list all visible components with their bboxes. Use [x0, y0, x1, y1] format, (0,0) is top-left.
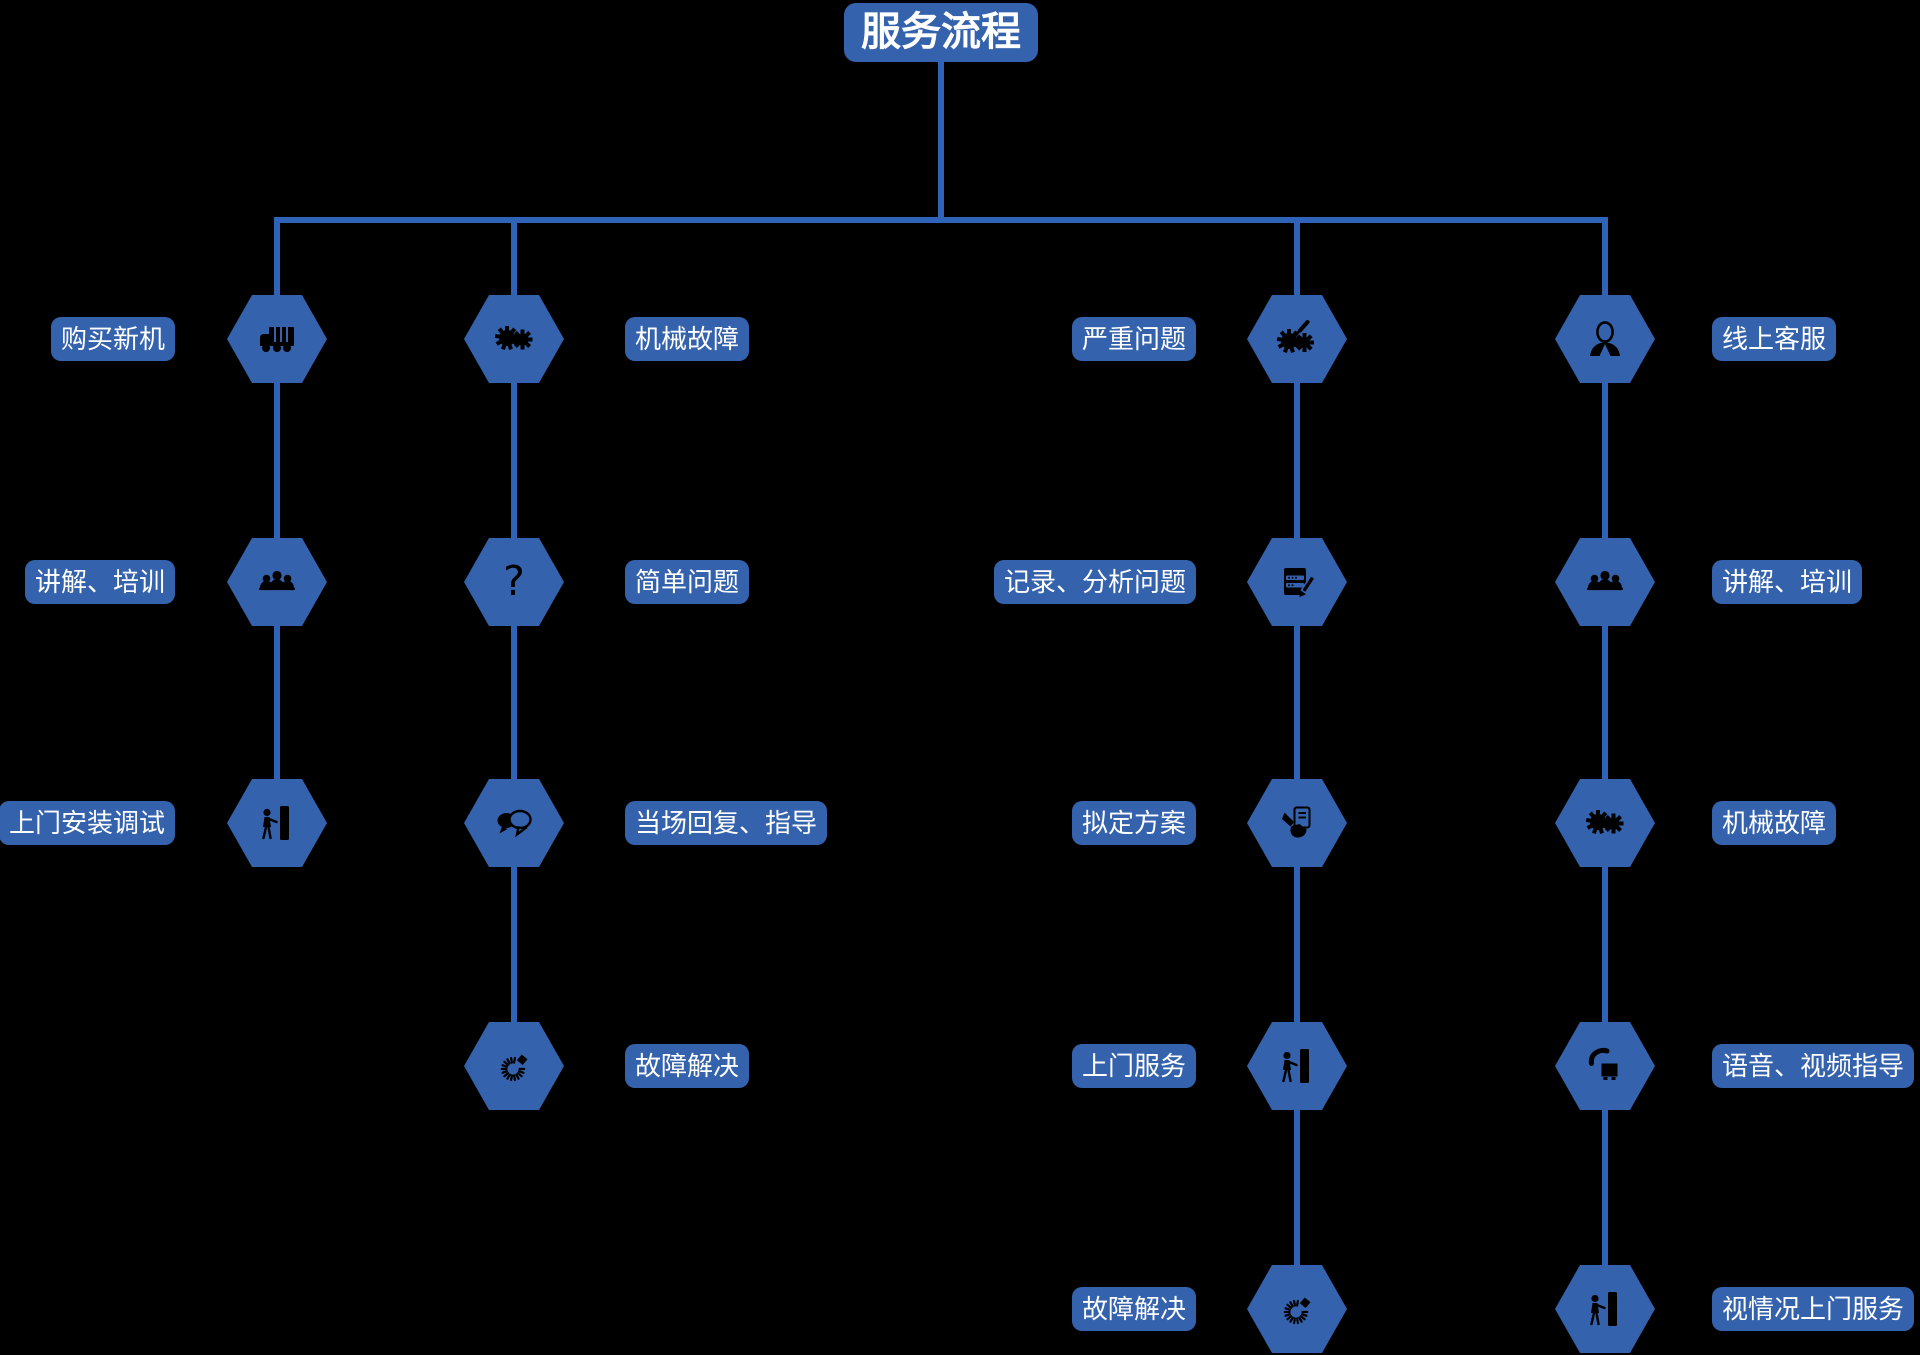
node-label-new-machine-1: 讲解、培训 [24, 560, 175, 604]
hex-node-mechanical-fault-simple-1: ? [464, 538, 564, 626]
node-label-serious-problem-1: 记录、分析问题 [993, 560, 1196, 604]
connector-line [274, 217, 280, 823]
connector-line [1602, 217, 1608, 1309]
node-label-online-support-0: 线上客服 [1712, 317, 1837, 361]
node-label-online-support-2: 机械故障 [1712, 801, 1837, 845]
node-label-online-support-1: 讲解、培训 [1712, 560, 1863, 604]
hex-node-serious-problem-1 [1247, 538, 1347, 626]
node-label-mechanical-fault-simple-0: 机械故障 [625, 317, 750, 361]
hex-node-mechanical-fault-simple-3 [464, 1022, 564, 1110]
spinner-wrench-icon [490, 1042, 538, 1090]
flowchart-title: 服务流程 [844, 3, 1038, 62]
hex-node-online-support-1 [1555, 538, 1655, 626]
connector-line [274, 217, 1608, 223]
node-label-serious-problem-2: 拟定方案 [1071, 801, 1196, 845]
node-label-serious-problem-0: 严重问题 [1071, 317, 1196, 361]
hex-node-serious-problem-3 [1247, 1022, 1347, 1110]
node-label-new-machine-2: 上门安装调试 [0, 801, 175, 845]
node-label-mechanical-fault-simple-1: 简单问题 [625, 560, 750, 604]
node-label-online-support-3: 语音、视频指导 [1712, 1044, 1915, 1088]
question-icon: ? [490, 558, 538, 606]
connector-line [511, 217, 517, 1066]
people-group-icon [1581, 558, 1629, 606]
phone-video-icon [1581, 1042, 1629, 1090]
person-door-icon [1581, 1285, 1629, 1333]
chat-bubbles-icon [490, 799, 538, 847]
node-label-new-machine-0: 购买新机 [50, 317, 175, 361]
hex-node-online-support-3 [1555, 1022, 1655, 1110]
person-door-icon [253, 799, 301, 847]
svg-text:?: ? [503, 558, 525, 605]
hex-node-mechanical-fault-simple-0 [464, 295, 564, 383]
writing-hand-icon [1273, 799, 1321, 847]
connector-line [1294, 217, 1300, 1309]
spinner-wrench-icon [1273, 1285, 1321, 1333]
truck-icon [253, 315, 301, 363]
gears-icon [490, 315, 538, 363]
hex-node-serious-problem-0 [1247, 295, 1347, 383]
node-label-mechanical-fault-simple-3: 故障解决 [625, 1044, 750, 1088]
people-group-icon [253, 558, 301, 606]
hex-node-online-support-0 [1555, 295, 1655, 383]
hex-node-new-machine-0 [227, 295, 327, 383]
hex-node-online-support-2 [1555, 779, 1655, 867]
connector-line [938, 60, 944, 223]
hex-node-serious-problem-2 [1247, 779, 1347, 867]
node-label-mechanical-fault-simple-2: 当场回复、指导 [625, 801, 828, 845]
hex-node-online-support-4 [1555, 1265, 1655, 1353]
printer-pencil-icon [1273, 558, 1321, 606]
gears-screwdriver-icon [1273, 315, 1321, 363]
node-label-serious-problem-4: 故障解决 [1071, 1287, 1196, 1331]
node-label-online-support-4: 视情况上门服务 [1712, 1287, 1915, 1331]
hex-node-new-machine-1 [227, 538, 327, 626]
gears-icon [1581, 799, 1629, 847]
person-door-icon [1273, 1042, 1321, 1090]
support-person-icon [1581, 315, 1629, 363]
hex-node-serious-problem-4 [1247, 1265, 1347, 1353]
hex-node-mechanical-fault-simple-2 [464, 779, 564, 867]
hex-node-new-machine-2 [227, 779, 327, 867]
node-label-serious-problem-3: 上门服务 [1071, 1044, 1196, 1088]
